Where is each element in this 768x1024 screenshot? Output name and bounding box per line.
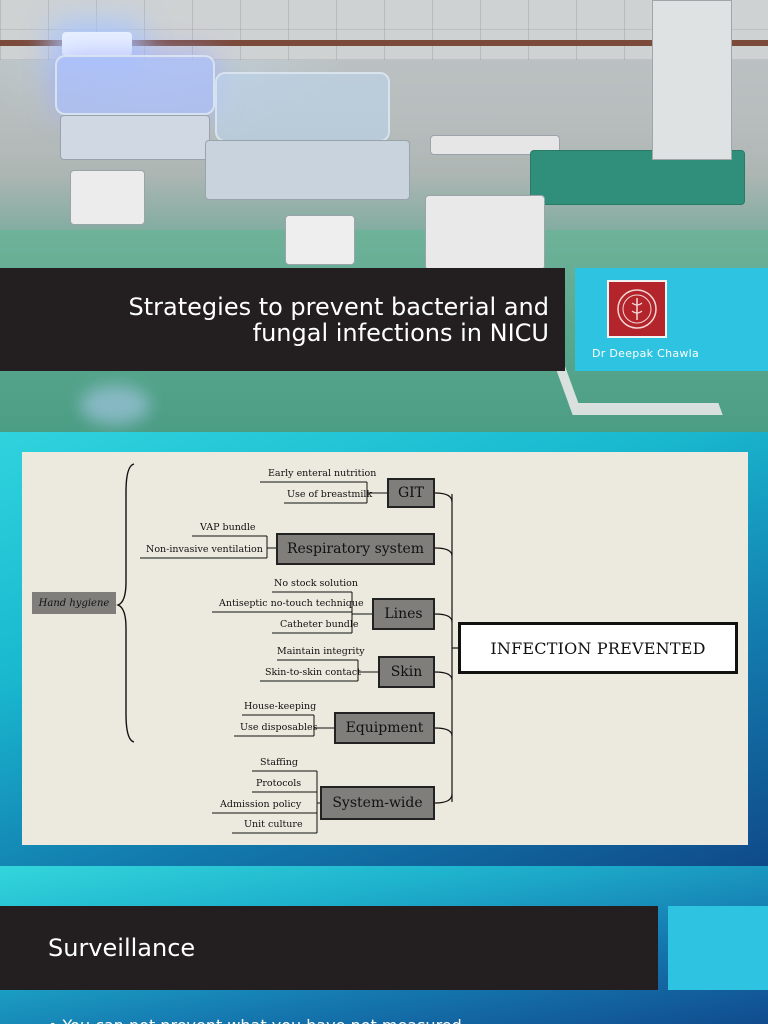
phototherapy-lamp <box>62 32 132 56</box>
leaf-no-stock-solution: No stock solution <box>274 578 359 589</box>
hand-hygiene-brace <box>116 463 135 743</box>
leaf-admission-policy: Admission policy <box>220 799 302 810</box>
node-lines: Lines <box>372 598 435 630</box>
leaf-staffing: Staffing <box>260 757 298 768</box>
node-equipment: Equipment <box>334 712 435 744</box>
leaf-skin-to-skin-contact: Skin-to-skin contact <box>265 667 361 678</box>
hand-hygiene-node: Hand hygiene <box>32 592 116 614</box>
node-system-wide: System-wide <box>320 786 435 820</box>
leaf-non-invasive-ventilation: Non-invasive ventilation <box>146 544 263 555</box>
leaf-use-disposables: Use disposables <box>240 722 318 733</box>
floor-glow <box>80 385 150 425</box>
college-seal-icon <box>607 280 667 338</box>
title-bar: Strategies to prevent bacterial and fung… <box>0 268 565 371</box>
warmer-tray <box>430 135 560 155</box>
slide-title: Strategies to prevent bacterial and fung… <box>128 292 549 347</box>
node-git: GIT <box>387 478 435 508</box>
incubator-base-1 <box>60 115 210 160</box>
surveillance-bullet: • You can not prevent what you have not … <box>48 1016 462 1024</box>
wall-rail <box>0 40 768 46</box>
incubator-1 <box>55 55 215 115</box>
leaf-use-of-breastmilk: Use of breastmilk <box>287 489 373 500</box>
storage-bin <box>285 215 355 265</box>
leaf-house-keeping: House-keeping <box>244 701 317 712</box>
author-name: Dr Deepak Chawla <box>592 347 700 360</box>
leaf-vap-bundle: VAP bundle <box>200 522 256 533</box>
surveillance-title: Surveillance <box>48 934 196 962</box>
surveillance-title-bar: Surveillance <box>0 906 658 990</box>
node-respiratory-system: Respiratory system <box>276 533 435 565</box>
ventilator-monitor <box>652 0 732 160</box>
drawer-cabinet <box>425 195 545 270</box>
leaf-early-enteral-nutrition: Early enteral nutrition <box>268 468 377 479</box>
incubator-2 <box>215 72 390 142</box>
diagram-connectors <box>116 463 458 834</box>
leaf-protocols: Protocols <box>256 778 302 789</box>
leaf-antiseptic-no-touch: Antiseptic no-touch technique <box>219 598 364 609</box>
surveillance-slide: Surveillance • You can not prevent what … <box>0 866 768 1024</box>
leaf-unit-culture: Unit culture <box>244 819 303 830</box>
accent-box <box>668 906 768 990</box>
storage-box <box>70 170 145 225</box>
node-skin: Skin <box>378 656 435 688</box>
infection-prevented-box: INFECTION PREVENTED <box>458 622 738 674</box>
leaf-maintain-integrity: Maintain integrity <box>277 646 365 657</box>
incubator-base-2 <box>205 140 410 200</box>
leaf-catheter-bundle: Catheter bundle <box>280 619 359 630</box>
author-box: Dr Deepak Chawla <box>575 268 768 371</box>
title-slide: Strategies to prevent bacterial and fung… <box>0 0 768 432</box>
diagram-slide: Hand hygiene Early enteral nutrition Use… <box>0 432 768 866</box>
diagram-panel: Hand hygiene Early enteral nutrition Use… <box>22 452 748 845</box>
